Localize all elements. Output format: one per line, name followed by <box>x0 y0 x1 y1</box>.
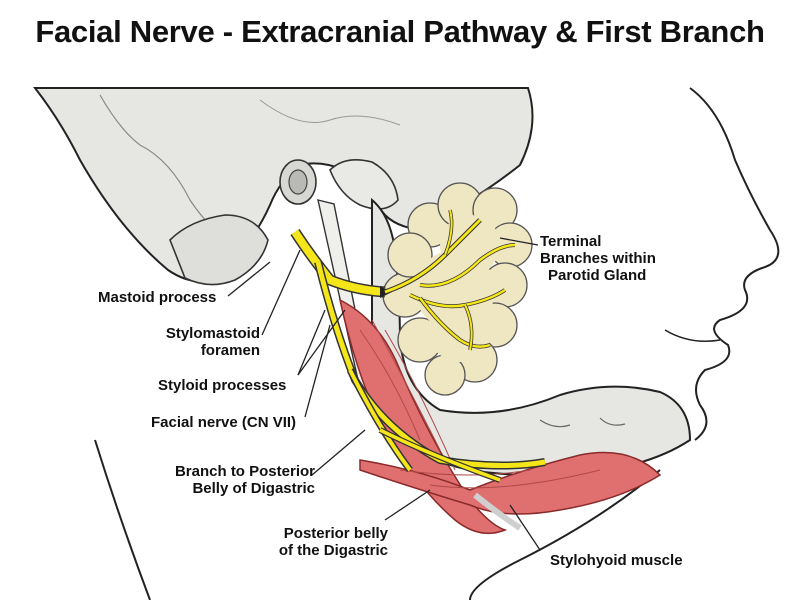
label-branch-to-digastric: Branch to Posterior Belly of Digastric <box>160 463 315 497</box>
mandible-notch <box>539 419 571 428</box>
parotid-gland <box>382 182 533 396</box>
label-posterior-belly-line1: Posterior belly <box>283 525 388 542</box>
stylohyoid-muscle-shape <box>359 451 662 515</box>
label-stylohyoid-muscle: Stylohyoid muscle <box>550 552 683 569</box>
muscle-fibers <box>359 319 601 489</box>
label-terminal-line2: Branches within <box>540 250 656 267</box>
foramen-hole <box>288 169 308 195</box>
label-styloid-processes: Styloid processes <box>158 377 286 394</box>
leader-lines <box>227 237 541 551</box>
label-facial-nerve-text: Facial nerve (CN VII) <box>151 414 297 431</box>
label-stylohyoid-text: Stylohyoid muscle <box>550 552 683 569</box>
mandible-notch <box>599 417 626 426</box>
label-branch-line1: Branch to Posterior <box>174 463 315 480</box>
label-stylomastoid-foramen: Stylomastoid foramen <box>150 325 260 359</box>
neck-outline <box>469 469 661 600</box>
label-mastoid-process-text: Mastoid process <box>98 289 217 306</box>
terminal-branches <box>384 209 516 351</box>
diagram-title: Facial Nerve - Extracranial Pathway & Fi… <box>35 14 765 49</box>
label-stylomastoid-line1: Stylomastoid <box>165 325 260 342</box>
label-terminal-branches: Terminal Branches within Parotid Gland <box>540 233 656 284</box>
label-mastoid-process: Mastoid process <box>98 289 216 306</box>
neck-outline <box>94 439 151 600</box>
label-posterior-belly-line2: of the Digastric <box>278 542 388 559</box>
skull-suture <box>259 99 401 126</box>
label-facial-nerve: Facial nerve (CN VII) <box>151 414 296 431</box>
intermediate-tendon <box>473 492 522 531</box>
label-branch-line2: Belly of Digastric <box>192 480 315 497</box>
label-posterior-belly: Posterior belly of the Digastric <box>268 525 388 559</box>
label-stylomastoid-line2: foramen <box>200 342 260 359</box>
mastoid-process-shape <box>169 214 269 286</box>
label-terminal-line1: Terminal <box>540 233 602 250</box>
lips-line <box>664 329 721 343</box>
facial-nerve-trunk <box>290 228 546 483</box>
label-terminal-line3: Parotid Gland <box>548 267 647 284</box>
face-profile <box>689 87 780 441</box>
label-styloid-processes-text: Styloid processes <box>158 377 287 394</box>
condyle <box>329 159 399 210</box>
